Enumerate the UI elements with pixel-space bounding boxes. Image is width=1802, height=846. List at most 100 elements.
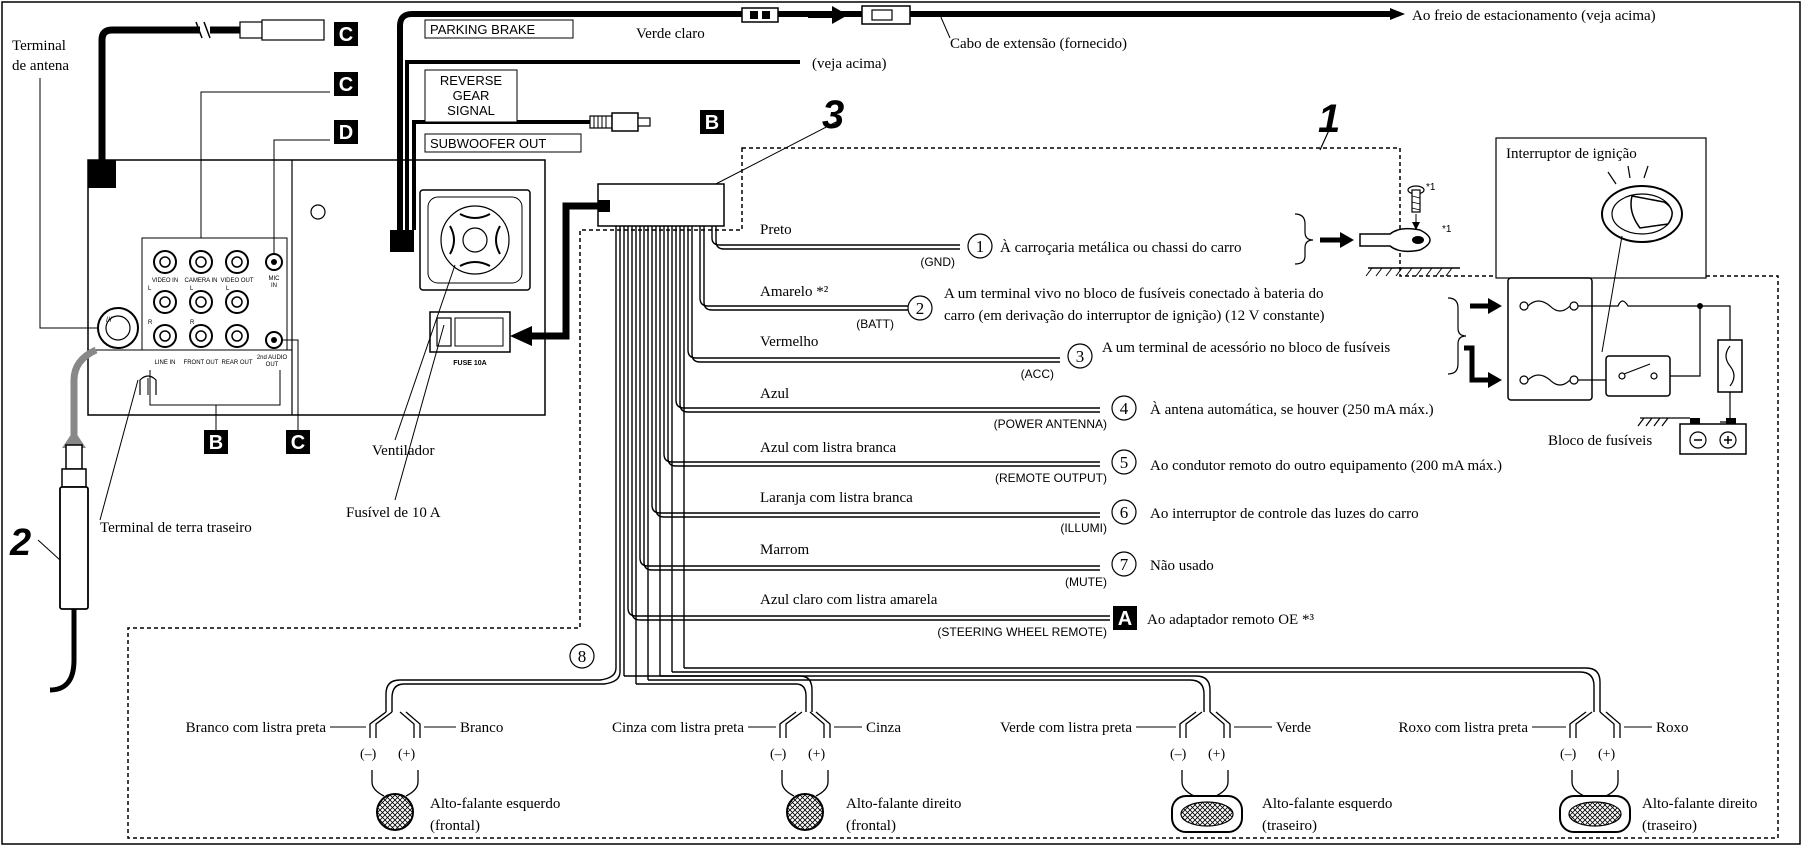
svg-text:C: C	[339, 24, 353, 46]
polarity-plus: (+)	[398, 747, 416, 762]
rca-jack	[153, 250, 177, 274]
rca-jack	[225, 290, 249, 314]
svg-text:4: 4	[1120, 399, 1129, 418]
jack-label-mic-in-2: IN	[271, 283, 277, 289]
speaker-neg-label: Roxo com listra preta	[1398, 720, 1528, 736]
jack-label-r: R	[148, 320, 153, 326]
wire-description: Ao adaptador remoto OE *³	[1147, 612, 1314, 628]
subwoofer-out-label: SUBWOOFER OUT	[430, 136, 546, 151]
parking-brake-box	[424, 19, 574, 39]
speaker-cable-runs	[385, 667, 1601, 712]
wire-signal-label: (BATT)	[856, 317, 894, 331]
svg-text:2: 2	[916, 299, 925, 318]
antenna-lead	[49, 609, 77, 693]
reverse-label-2: GEAR	[453, 88, 490, 103]
wire-description: À carroçaria metálica ou chassi do carro	[1000, 239, 1242, 256]
ignition-key-icon	[1601, 165, 1683, 243]
fuse-block	[1507, 277, 1593, 401]
speaker-rear-left	[1171, 711, 1243, 833]
reverse-gear-cable	[405, 60, 800, 230]
step-number-1: 1	[1318, 97, 1340, 141]
arrow-to-fuse	[530, 202, 598, 340]
arrow-right-icon	[1488, 372, 1502, 388]
svg-text:7: 7	[1120, 555, 1129, 574]
arrow-right-icon	[1390, 8, 1405, 20]
wire-number-badge: 7	[1111, 551, 1137, 577]
jack-label-line-in: LINE IN	[154, 360, 175, 366]
speaker-front-right	[779, 711, 831, 831]
wire-signal-label: (POWER ANTENNA)	[994, 417, 1107, 431]
wire-color-label: Azul claro com listra amarela	[760, 592, 938, 608]
wire-signal-label: (STEERING WHEEL REMOTE)	[937, 625, 1107, 639]
wire-color-label: Azul com listra branca	[760, 440, 897, 456]
letter-badge-b: B	[700, 110, 724, 134]
cable-to-c-top	[98, 26, 200, 160]
arrow-right-icon	[1488, 298, 1502, 314]
jack-label-audio-out: 2nd AUDIO	[257, 355, 288, 361]
wire-color-label: Marrom	[760, 542, 809, 558]
fuse-label-description: Fusível de 10 A	[346, 505, 441, 521]
arrow-right-icon	[832, 6, 848, 24]
wire-number-badge: 8	[569, 643, 595, 669]
extension-cable-plug	[861, 5, 911, 25]
letter-badge-c: C	[286, 430, 310, 454]
jack-label-front-out: FRONT OUT	[184, 360, 219, 366]
battery-fuse	[1717, 339, 1743, 393]
footnote-marker: *1	[1426, 182, 1436, 193]
polarity-minus: (–)	[770, 747, 787, 762]
wire-number-badge: 2	[907, 295, 933, 321]
arrow-right-icon	[1340, 232, 1354, 248]
wire-color-label: Azul	[760, 386, 789, 402]
wire-description: A um terminal de acessório no bloco de f…	[1102, 340, 1390, 356]
antenna-terminal-label-2: de antena	[12, 58, 69, 74]
audio-out-jack	[265, 331, 283, 349]
wire-signal-label: (GND)	[920, 255, 955, 269]
speaker-name: Alto-falante esquerdo	[430, 796, 560, 812]
rca-jack	[153, 290, 177, 314]
svg-text:C: C	[291, 432, 305, 454]
polarity-plus: (+)	[1598, 747, 1616, 762]
polarity-minus: (–)	[1560, 747, 1577, 762]
ground-terminal	[139, 375, 157, 395]
subwoofer-cable	[412, 120, 590, 230]
wire-color-label: Amarelo *²	[760, 284, 829, 300]
wire-description: À antena automática, se houver (250 mA m…	[1150, 401, 1434, 418]
reverse-label-3: SIGNAL	[447, 103, 495, 118]
parking-brake-plug	[741, 7, 779, 23]
connector-plug	[261, 19, 325, 41]
wire-number-badge: 1	[967, 233, 993, 259]
step-number-3: 3	[822, 93, 844, 137]
subwoofer-out-box	[424, 133, 582, 153]
antenna-cable	[70, 346, 98, 440]
ground-ring-terminal	[1359, 227, 1431, 253]
connector-plug	[239, 21, 263, 39]
letter-badge-b: B	[204, 430, 228, 454]
speaker-pos-label: Roxo	[1656, 720, 1689, 736]
battery	[1679, 418, 1747, 455]
jack-label-video-in: VIDEO IN	[152, 278, 178, 284]
speaker-pos-label: Verde	[1276, 720, 1311, 736]
speaker-position: (traseiro)	[1262, 818, 1317, 834]
rca-jack	[189, 324, 213, 348]
wire-color-label: Preto	[760, 222, 792, 238]
svg-text:B: B	[705, 112, 719, 134]
jack-label-camera-in: CAMERA IN	[184, 278, 217, 284]
wire-number-badge: 3	[1067, 343, 1093, 369]
rca-jack	[153, 324, 177, 348]
svg-text:A: A	[1118, 608, 1132, 630]
jack-label-l: L	[190, 286, 194, 292]
wire-description: Ao interruptor de controle das luzes do …	[1150, 506, 1419, 522]
reverse-label-1: REVERSE	[440, 73, 502, 88]
antenna-terminal-label-1: Terminal	[12, 38, 66, 54]
cooling-fan	[419, 189, 531, 291]
letter-badge-c: C	[334, 72, 358, 96]
step-number-2: 2	[9, 522, 31, 564]
reverse-gear-box	[424, 69, 518, 123]
speaker-neg-label: Branco com listra preta	[186, 720, 327, 736]
speaker-position: (traseiro)	[1642, 818, 1697, 834]
ignition-switch-symbol	[1605, 355, 1671, 397]
rca-jack	[189, 250, 213, 274]
speaker-pos-label: Branco	[460, 720, 503, 736]
